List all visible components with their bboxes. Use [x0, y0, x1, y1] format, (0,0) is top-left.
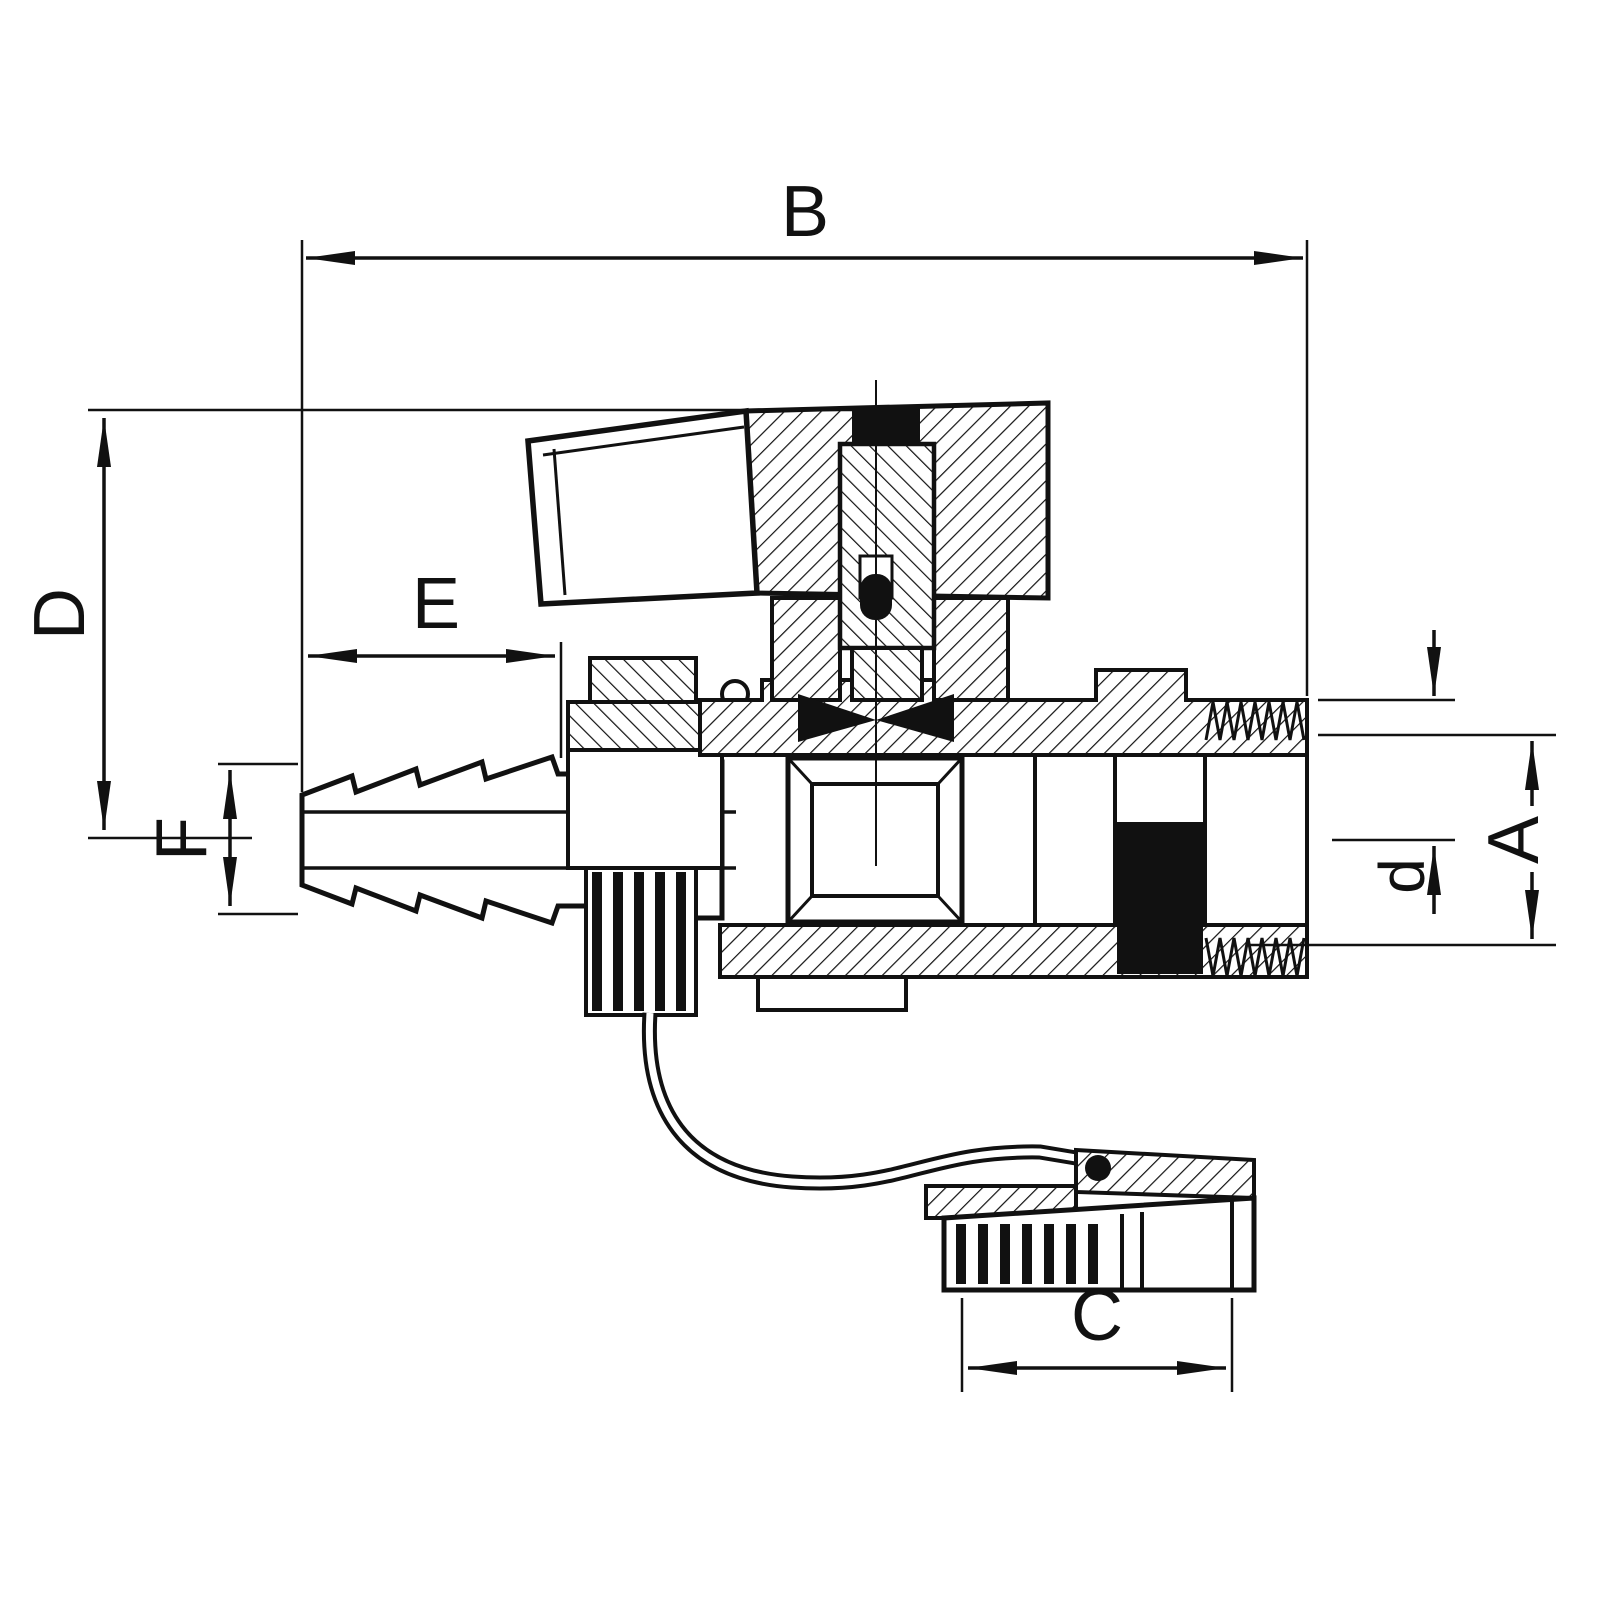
thread-top — [1204, 701, 1306, 741]
dim-f-label: F — [142, 817, 222, 861]
dim-b: B — [300, 172, 1309, 792]
dimensions: B D E F — [20, 172, 1556, 1392]
nut-flank — [566, 748, 724, 870]
cap-knurling — [956, 1224, 1098, 1284]
dim-c: C — [960, 1276, 1234, 1392]
cap-chain — [641, 1012, 1090, 1191]
valve-stem-lower — [850, 646, 924, 702]
nut-upper-block — [588, 656, 698, 704]
dim-d-diameter: d — [1318, 630, 1455, 914]
gland-right — [932, 596, 1010, 702]
stem-top-cap — [852, 408, 920, 446]
thread-bottom — [1204, 937, 1306, 977]
dim-d-diameter-label: d — [1366, 858, 1438, 894]
body-bottom-wall — [718, 923, 1309, 979]
ball-corner-chamfers — [786, 756, 964, 924]
stem-seal-left — [798, 694, 876, 742]
seal-ring-section — [1117, 822, 1203, 974]
dim-d-height: D — [20, 408, 852, 840]
dim-f: F — [142, 762, 298, 916]
dim-d-height-label: D — [20, 588, 100, 640]
dim-b-label: B — [781, 172, 829, 252]
handle-grip-facet — [552, 448, 567, 596]
dim-a-label-halo — [1482, 806, 1546, 872]
gland-left — [770, 596, 842, 702]
nut-knurling — [592, 872, 686, 1011]
handle-grip — [525, 407, 760, 607]
dim-e-label: E — [412, 564, 460, 644]
dim-e: E — [308, 564, 563, 758]
dust-cap — [924, 1147, 1257, 1293]
hex-flat-bottom — [756, 975, 908, 1012]
cap-body — [941, 1195, 1257, 1293]
chain-inner — [645, 1012, 1089, 1187]
dim-c-label: C — [1071, 1276, 1123, 1356]
handle-and-stem — [525, 380, 1051, 866]
handle-grip-edge — [542, 425, 745, 457]
dim-a: A — [1250, 733, 1556, 947]
dim-a-label: A — [1474, 816, 1554, 864]
valve-body — [698, 668, 1309, 1012]
male-thread — [1204, 701, 1306, 977]
valve-stem — [837, 441, 937, 651]
chain-anchor-ball — [1085, 1155, 1111, 1181]
stem-seal-right — [876, 694, 954, 742]
